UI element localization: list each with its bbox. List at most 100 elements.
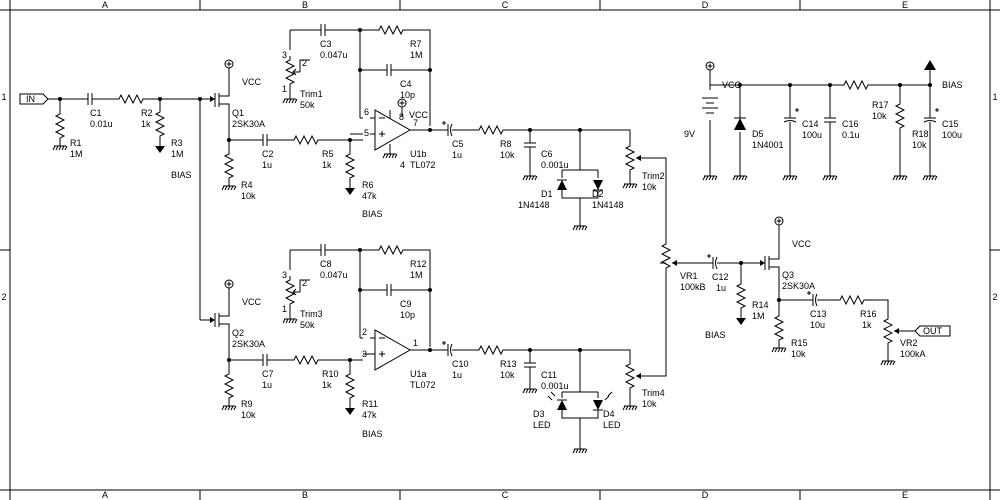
capacitor-c5 (434, 120, 466, 137)
r6-ref: R6 (362, 180, 374, 190)
ground-icon (282, 314, 298, 324)
potentiometer-vr2[interactable] (883, 314, 899, 348)
resistor-r11 (345, 369, 355, 403)
battery-icon (702, 97, 718, 114)
svg-text:OUT: OUT (923, 326, 943, 336)
r6-value: 47k (362, 191, 377, 201)
c15-value: 100u (942, 130, 962, 140)
u1b-ref: U1b (410, 149, 427, 159)
c7-value: 1u (262, 380, 272, 390)
trimmer-trim1[interactable] (285, 55, 310, 89)
c3-ref: C3 (320, 39, 332, 49)
led-pair-d3-d4 (547, 350, 613, 445)
trim2-ref: Trim2 (642, 171, 665, 181)
ground-icon (892, 171, 908, 181)
capacitor-c3 (307, 23, 339, 37)
ground-icon (572, 221, 588, 231)
c2-ref: C2 (262, 149, 274, 159)
r1-value: 1M (70, 149, 83, 159)
col-label-bottom: A (102, 490, 108, 500)
c14-ref: C14 (802, 119, 819, 129)
resistor-r16 (835, 295, 869, 305)
trimmer-trim4[interactable] (625, 272, 667, 402)
ground-icon (922, 171, 938, 181)
ground-icon (732, 171, 748, 181)
q1-source-wires (228, 125, 363, 150)
r14-value: 1M (752, 311, 765, 321)
c12-ref: C12 (712, 272, 729, 282)
pin-label: 6 (364, 107, 369, 117)
capacitor-c10 (434, 340, 466, 357)
bias-label: BIAS (362, 429, 383, 439)
pin-label: 5 (364, 128, 369, 138)
transistor-q3 (760, 235, 780, 300)
c8-ref: C8 (320, 259, 332, 269)
c2-value: 1u (262, 160, 272, 170)
pin-label: 7 (413, 118, 418, 128)
ground-icon (880, 356, 896, 366)
d4-value: LED (603, 420, 621, 430)
diode-pair-d1-d2 (557, 130, 603, 222)
trim3-pin-label: 1 (282, 304, 287, 314)
c16-ref: C16 (842, 119, 859, 129)
opamp-u1b (370, 109, 430, 151)
d4-ref: D4 (603, 409, 615, 419)
c1-ref: C1 (90, 108, 102, 118)
resistor-r17 (839, 80, 873, 90)
bias-arrow-icon (735, 311, 747, 326)
resistor-r3 (155, 107, 165, 141)
ground-icon (622, 179, 638, 189)
potentiometer-vr1[interactable] (660, 239, 700, 273)
c11-value: 0.001u (541, 381, 569, 391)
resistor-r15 (774, 311, 784, 345)
trim1-value: 50k (300, 100, 315, 110)
trimmer-trim3[interactable] (285, 275, 310, 309)
r18-ref: R18 (912, 129, 929, 139)
bias-arrow-icon (154, 139, 166, 154)
row-label-right: 2 (992, 292, 997, 302)
capacitor-c14 (783, 104, 800, 136)
resistor-r10 (289, 355, 323, 365)
ground-icon (782, 171, 798, 181)
trim1-ref: Trim1 (300, 89, 323, 99)
u1a-feedback-wires (289, 248, 432, 347)
u1a-value: TL072 (410, 380, 436, 390)
c4-ref: C4 (400, 79, 412, 89)
c7-ref: C7 (262, 369, 274, 379)
transistor-q1 (210, 78, 230, 125)
vcc-icon (224, 59, 234, 79)
ground-icon (622, 401, 638, 411)
u1a-ref: U1a (410, 369, 427, 379)
ground-icon (771, 343, 787, 353)
bias-label: BIAS (705, 330, 726, 340)
output-port[interactable]: OUT (914, 325, 951, 337)
d1-ref: D1 (541, 189, 553, 199)
d5-value: 1N4001 (752, 140, 784, 150)
r13-value: 10k (500, 370, 515, 380)
r1-ref: R1 (70, 138, 82, 148)
d2-ref: D2 (592, 189, 604, 199)
c15-ref: C15 (942, 119, 959, 129)
input-port[interactable]: IN (19, 93, 49, 105)
capacitor-c13 (799, 290, 831, 307)
c4-value: 10p (400, 90, 415, 100)
q2-vcc-label: VCC (242, 297, 262, 307)
output-wires (778, 299, 915, 357)
bias-label: BIAS (362, 209, 383, 219)
ground-icon (382, 149, 398, 159)
d3-ref: D3 (533, 409, 545, 419)
r11-ref: R11 (362, 399, 378, 409)
bias-label: BIAS (171, 170, 192, 180)
col-label-bottom: C (502, 490, 509, 500)
c9-value: 10p (400, 310, 415, 320)
trimmer-trim2[interactable] (625, 141, 667, 240)
trim4-ref: Trim4 (642, 388, 665, 398)
r5-ref: R5 (322, 149, 334, 159)
u1b-vcc-label: VCC (409, 110, 429, 120)
r7-ref: R7 (410, 39, 422, 49)
capacitor-c12 (699, 253, 731, 270)
r15-ref: R15 (791, 338, 808, 348)
resistor-r9 (224, 369, 234, 403)
c6-ref: C6 (541, 149, 553, 159)
